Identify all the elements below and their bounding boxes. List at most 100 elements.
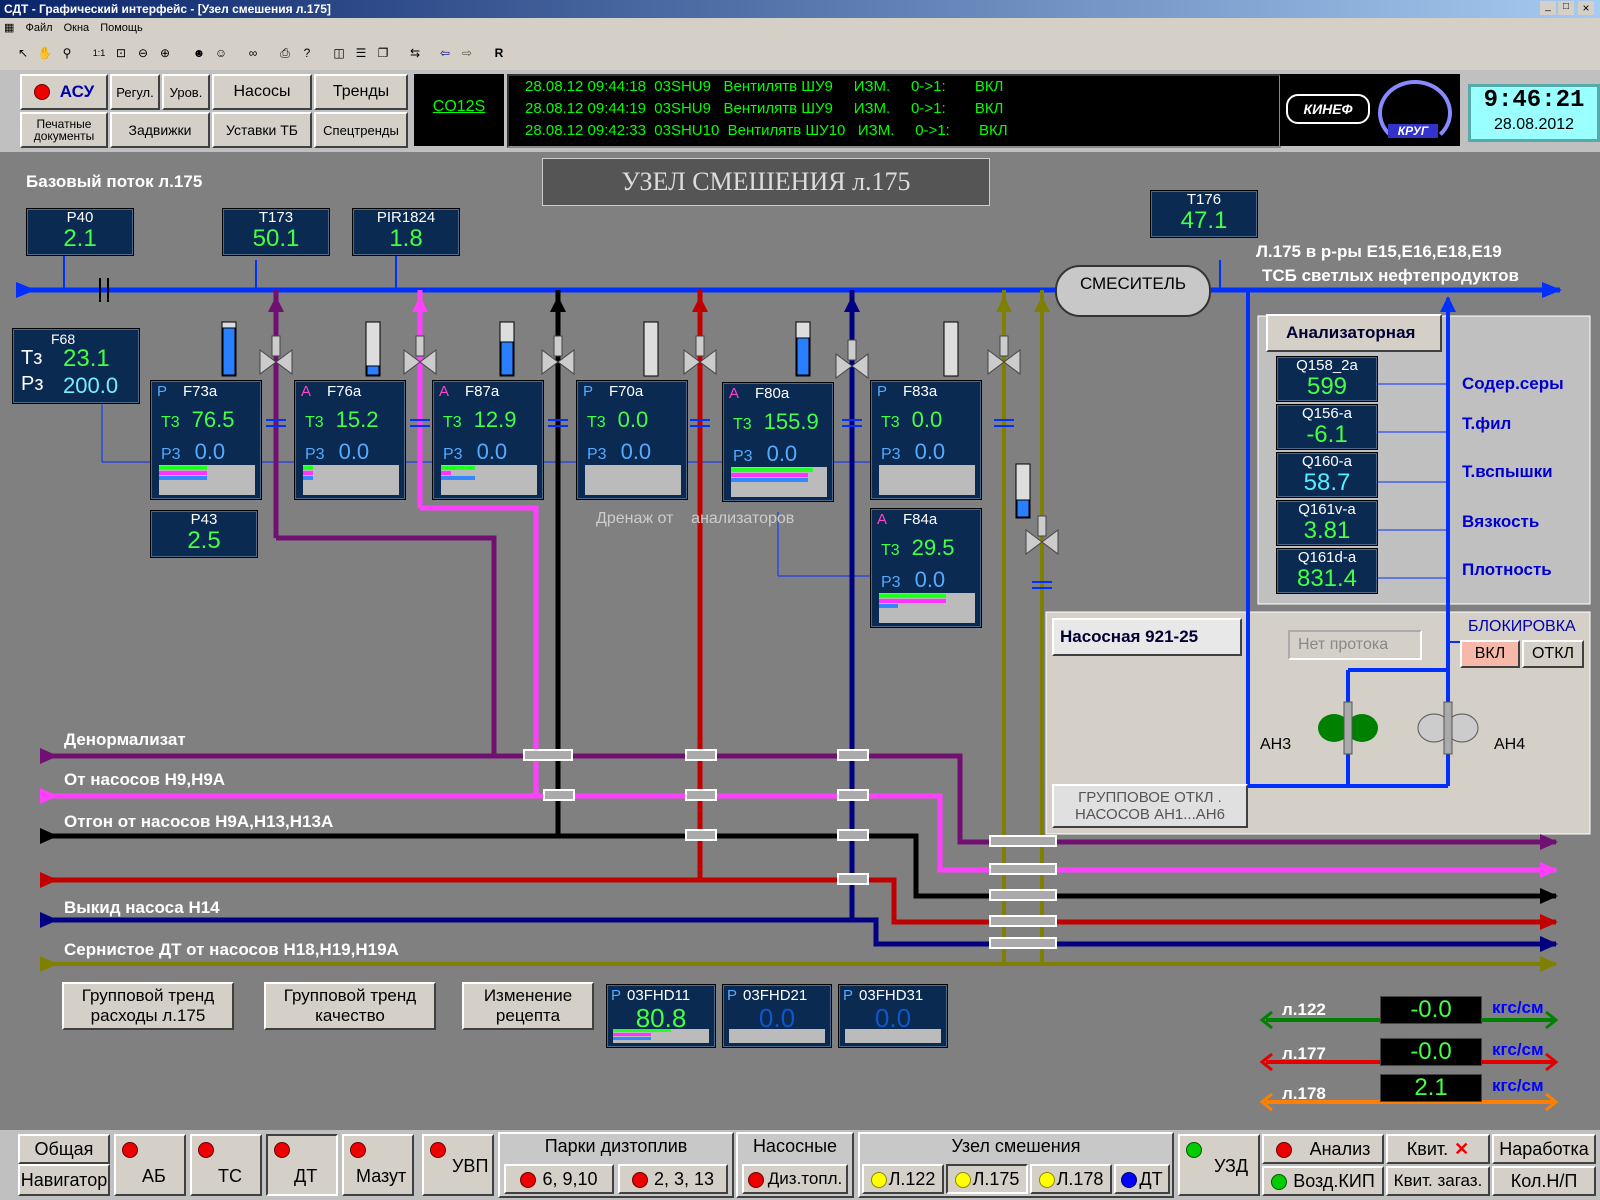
minimize-button[interactable]: _ bbox=[1540, 1, 1556, 15]
flow-card-f68[interactable]: F68 Тз 23.1 Рз 200.0 bbox=[12, 328, 140, 404]
card-p-label: Р3 bbox=[587, 446, 607, 463]
nav-ts-button[interactable]: ТС bbox=[190, 1134, 262, 1196]
urov-button[interactable]: Уров. bbox=[162, 74, 210, 110]
vozd-kip-button[interactable]: Возд.КИП bbox=[1262, 1166, 1384, 1196]
nav-obshaya-button[interactable]: Общая bbox=[18, 1134, 110, 1164]
regul-button[interactable]: Регул. bbox=[110, 74, 160, 110]
nav-navigator-button[interactable]: Навигатор bbox=[18, 1164, 110, 1196]
uzel-l122-button[interactable]: Л.122 bbox=[862, 1164, 944, 1194]
pump-an4-label: АН4 bbox=[1494, 736, 1526, 753]
block-on-button[interactable]: ВКЛ bbox=[1460, 640, 1520, 668]
analyzer-q156[interactable]: Q156-a-6.1 bbox=[1276, 404, 1378, 450]
card-rz-value: 200.0 bbox=[63, 373, 119, 398]
recipe-change-button[interactable]: Изменение рецепта bbox=[462, 982, 594, 1030]
kvit-label: Квит. bbox=[1406, 1139, 1449, 1159]
zadvizhki-button[interactable]: Задвижки bbox=[110, 112, 210, 148]
status-led-icon bbox=[350, 1142, 366, 1158]
nav-uzd-button[interactable]: УЗД bbox=[1178, 1134, 1260, 1196]
maximize-button[interactable]: □ bbox=[1558, 1, 1574, 15]
kinef-logo: КИНЕФ bbox=[1286, 94, 1370, 124]
forward-arrow-icon[interactable]: ⇨ bbox=[461, 46, 473, 60]
nav-ab-button[interactable]: АБ bbox=[114, 1134, 186, 1196]
nav-uvp-button[interactable]: УВП bbox=[422, 1134, 494, 1196]
trendy-button[interactable]: Тренды bbox=[314, 74, 408, 110]
nav-dt-button[interactable]: ДТ bbox=[266, 1134, 338, 1196]
close-button[interactable]: × bbox=[1578, 1, 1594, 15]
pump-an3-icon[interactable] bbox=[1318, 714, 1350, 742]
zoom-1to1-icon[interactable]: 1:1 bbox=[92, 48, 106, 58]
refresh-r-button[interactable]: R bbox=[494, 46, 504, 60]
back-arrow-icon[interactable]: ⇦ bbox=[439, 46, 451, 60]
pointer-icon[interactable]: ↖ bbox=[17, 46, 29, 60]
uzel-l178-button[interactable]: Л.178 bbox=[1030, 1164, 1112, 1194]
users-icon[interactable]: ☻ bbox=[192, 46, 206, 60]
block-off-button[interactable]: ОТКЛ bbox=[1522, 640, 1584, 668]
print-icon[interactable]: ⎙ bbox=[280, 46, 290, 60]
diz-topl-button[interactable]: Диз.топл. bbox=[742, 1164, 848, 1194]
search-icon[interactable]: ⚲ bbox=[62, 46, 72, 60]
parki-2-3-13-button[interactable]: 2, 3, 13 bbox=[618, 1164, 728, 1194]
cascade-icon[interactable]: ❐ bbox=[377, 46, 389, 60]
print-docs-button[interactable]: Печатные документы bbox=[20, 112, 108, 148]
zoom-fit-icon[interactable]: ⊡ bbox=[115, 46, 127, 60]
analiz-button[interactable]: Анализ bbox=[1262, 1134, 1384, 1164]
event-line: 28.08.12 09:44:18 03SHU9 Вентилятв ШУ9 И… bbox=[525, 78, 1004, 95]
pressure-line-label: л.177 bbox=[1282, 1044, 1326, 1063]
hand-icon[interactable]: ✋ bbox=[37, 46, 53, 60]
card-t-value: 0.0 bbox=[911, 407, 943, 432]
zoom-in-icon[interactable]: ⊕ bbox=[159, 46, 171, 60]
ustavki-button[interactable]: Уставки ТБ bbox=[212, 112, 312, 148]
group-trend-flow-button[interactable]: Групповой тренд расходы л.175 bbox=[62, 982, 234, 1030]
menu-help[interactable]: Помощь bbox=[100, 22, 143, 34]
layout-rows-icon[interactable]: ☰ bbox=[355, 46, 367, 60]
vozd-kip-label: Возд.КИП bbox=[1293, 1171, 1375, 1191]
narabotka-button[interactable]: Наработка bbox=[1492, 1134, 1596, 1164]
nasosy-button[interactable]: Насосы bbox=[212, 74, 312, 110]
uzel-l175-button[interactable]: Л.175 bbox=[946, 1164, 1028, 1194]
menu-windows[interactable]: Окна bbox=[63, 22, 90, 34]
nav-mazut-button[interactable]: Мазут bbox=[342, 1134, 414, 1196]
user-edit-icon[interactable]: ☺ bbox=[214, 46, 228, 60]
uzel-dt-button[interactable]: ДТ bbox=[1114, 1164, 1170, 1194]
fhd-name: 03FHD21 bbox=[743, 987, 808, 1004]
binoculars-icon[interactable]: ∞ bbox=[248, 46, 258, 60]
group-trend-quality-button[interactable]: Групповой тренд качество bbox=[264, 982, 436, 1030]
card-p-label: Р3 bbox=[305, 446, 325, 463]
fhd-name: 03FHD31 bbox=[859, 987, 924, 1004]
kol-np-button[interactable]: Кол.Н/П bbox=[1492, 1166, 1596, 1196]
co12s-link[interactable]: CO12S bbox=[432, 98, 486, 115]
window-switch-icon[interactable]: ⇆ bbox=[409, 46, 421, 60]
help-icon[interactable]: ? bbox=[303, 46, 311, 60]
line-label-h14: Выкид насоса Н14 bbox=[64, 898, 220, 917]
asu-button[interactable]: АСУ bbox=[20, 74, 108, 110]
kvit-button[interactable]: Квит.✕ bbox=[1386, 1134, 1490, 1164]
zoom-out-icon[interactable]: ⊖ bbox=[137, 46, 149, 60]
spectrendy-button[interactable]: Спецтренды bbox=[314, 112, 408, 148]
menu-file[interactable]: Файл bbox=[25, 22, 53, 34]
base-flow-label: Базовый поток л.175 bbox=[26, 172, 203, 191]
mixer-vessel[interactable] bbox=[1055, 265, 1211, 317]
group-stop-pumps-button[interactable]: ГРУППОВОЕ ОТКЛ . НАСОСОВ АН1...АН6 bbox=[1052, 784, 1248, 828]
parki-6-9-10-button[interactable]: 6, 9,10 bbox=[504, 1164, 614, 1194]
kvit-zagaz-button[interactable]: Квит. загаз. bbox=[1386, 1166, 1490, 1196]
layout-cols-icon[interactable]: ◫ bbox=[333, 46, 345, 60]
